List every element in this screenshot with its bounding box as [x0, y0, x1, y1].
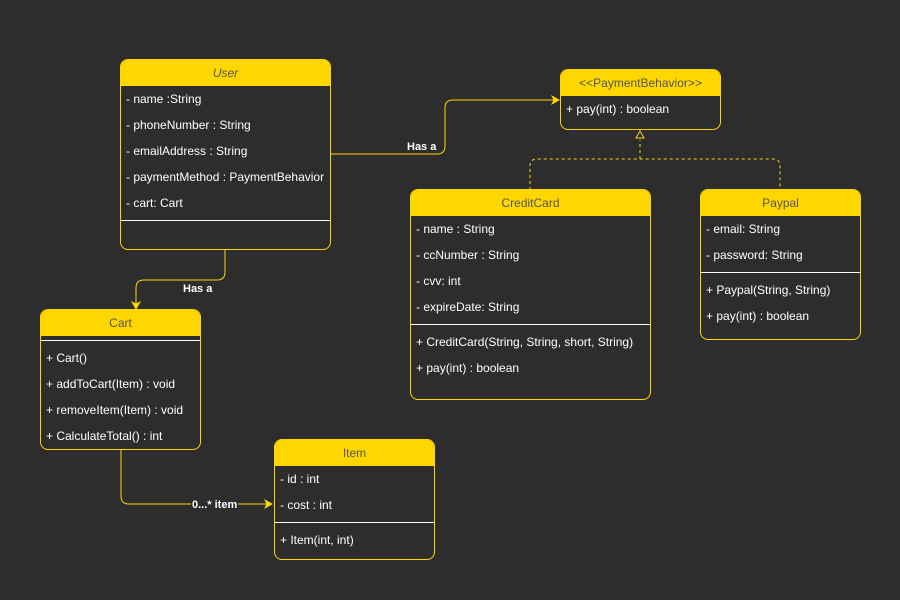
class-cart-method: + removeItem(Item) : void [46, 403, 184, 417]
class-creditcard-attribute: - name : String [416, 222, 495, 236]
class-cart-title: Cart [41, 310, 200, 336]
edge-user-cart [131, 250, 226, 310]
class-item-attribute: - cost : int [280, 498, 333, 512]
class-user[interactable]: User - name :String - phoneNumber : Stri… [120, 59, 331, 250]
class-paypal-title: Paypal [701, 190, 860, 216]
class-paypal-method: + Paypal(String, String) [706, 283, 831, 297]
class-creditcard-method: + CreditCard(String, String, short, Stri… [416, 335, 634, 349]
class-user-attribute: - paymentMethod : PaymentBehavior [126, 170, 325, 184]
class-paypal-method: + pay(int) : boolean [706, 309, 810, 323]
class-creditcard-title: CreditCard [411, 190, 650, 216]
class-creditcard-attribute: - ccNumber : String [416, 248, 520, 262]
edge-label-user-cart: Has a [182, 283, 214, 295]
class-item[interactable]: Item - id : int - cost : int + Item(int,… [274, 439, 435, 560]
edge-user-paymentbehavior [331, 95, 560, 155]
interface-paymentbehavior-method: + pay(int) : boolean [566, 102, 670, 116]
class-cart-method: + Cart() [46, 351, 88, 365]
class-item-attribute: - id : int [280, 472, 320, 486]
class-creditcard-method: + pay(int) : boolean [416, 361, 520, 375]
class-cart-divider [41, 340, 200, 341]
realization-arrowhead [635, 129, 645, 139]
class-creditcard-attribute: - cvv: int [416, 274, 461, 288]
edge-label-cart-item: 0...* item [191, 499, 239, 511]
class-user-divider [121, 220, 330, 221]
class-cart-method: + addToCart(Item) : void [46, 377, 176, 391]
edge-cart-item [120, 450, 273, 509]
class-user-attribute: - cart: Cart [126, 196, 183, 210]
class-user-attribute: - phoneNumber : String [126, 118, 251, 132]
class-user-title: User [121, 60, 330, 86]
edge-label-user-payment: Has a [406, 141, 438, 153]
class-user-attribute: - emailAddress : String [126, 144, 248, 158]
class-paypal-attribute: - email: String [706, 222, 781, 236]
class-item-method: + Item(int, int) [280, 533, 354, 547]
class-item-divider [275, 522, 434, 523]
class-user-attribute: - name :String [126, 92, 202, 106]
class-paypal[interactable]: Paypal - email: String - password: Strin… [700, 189, 861, 340]
interface-paymentbehavior-title: <<PaymentBehavior>> [561, 70, 720, 96]
interface-paymentbehavior[interactable]: <<PaymentBehavior>> + pay(int) : boolean [560, 69, 721, 130]
class-cart-method: + CalculateTotal() : int [46, 429, 163, 443]
class-item-title: Item [275, 440, 434, 466]
class-creditcard[interactable]: CreditCard - name : String - ccNumber : … [410, 189, 651, 400]
class-paypal-divider [701, 272, 860, 273]
class-paypal-attribute: - password: String [706, 248, 803, 262]
class-cart[interactable]: Cart + Cart() + addToCart(Item) : void +… [40, 309, 201, 450]
class-creditcard-divider [411, 324, 650, 325]
class-creditcard-attribute: - expireDate: String [416, 300, 520, 314]
edge-realization [529, 140, 781, 190]
